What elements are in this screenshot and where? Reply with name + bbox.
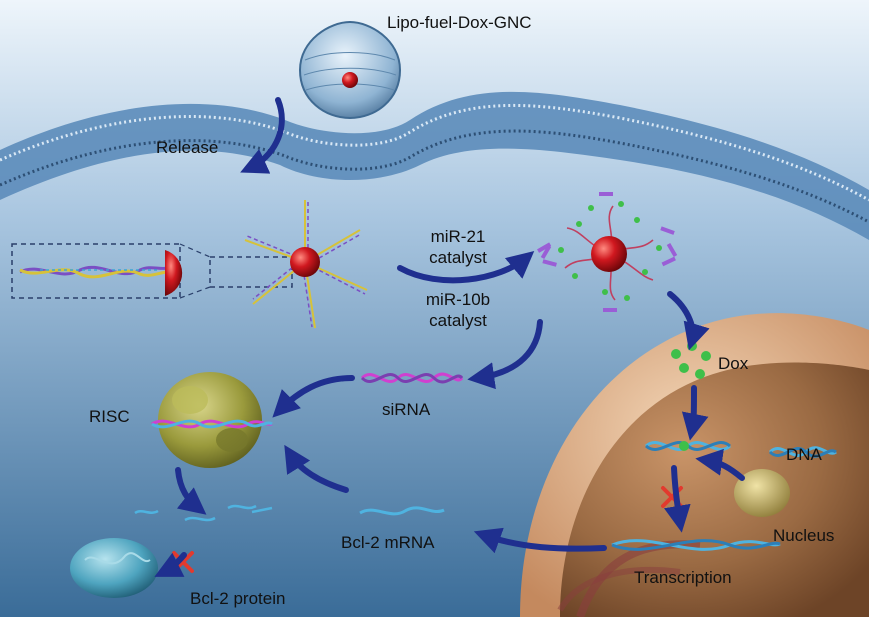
risc-label: RISC [89, 407, 130, 426]
cell-nucleus-body [520, 313, 869, 617]
star-nanostructure [244, 200, 368, 329]
mir10b-label-line2: catalyst [429, 311, 487, 330]
mir21-label-line1: miR-21 [430, 227, 486, 246]
mir21-label-line2: catalyst [429, 248, 487, 267]
bcl2-protein [70, 538, 158, 598]
liposome-nanocarrier [298, 20, 402, 120]
cleaved-mrna-fragments [134, 504, 273, 522]
release-label: Release [156, 138, 219, 157]
strand-closeup [19, 250, 183, 296]
transcription-label: Transcription [634, 568, 732, 587]
pathway-arrows [154, 97, 745, 577]
dna-label: DNA [786, 445, 822, 464]
risc-complex [151, 372, 273, 468]
bcl2-protein-label: Bcl-2 protein [190, 589, 286, 608]
mir10b-label-line1: miR-10b [425, 290, 491, 309]
transcription-strands [611, 539, 781, 551]
nucleus-label: Nucleus [773, 526, 835, 545]
bcl2-mrna-label: Bcl-2 mRNA [341, 533, 435, 552]
sirna-label: siRNA [382, 400, 431, 419]
dna-helix [645, 441, 837, 458]
bcl2-mrna-strand [359, 506, 445, 516]
released-nanoparticle [537, 192, 678, 312]
dox-label: Dox [718, 354, 749, 373]
sirna-helix [360, 372, 464, 384]
nanocarrier-label: Lipo-fuel-Dox-GNC [387, 13, 532, 32]
